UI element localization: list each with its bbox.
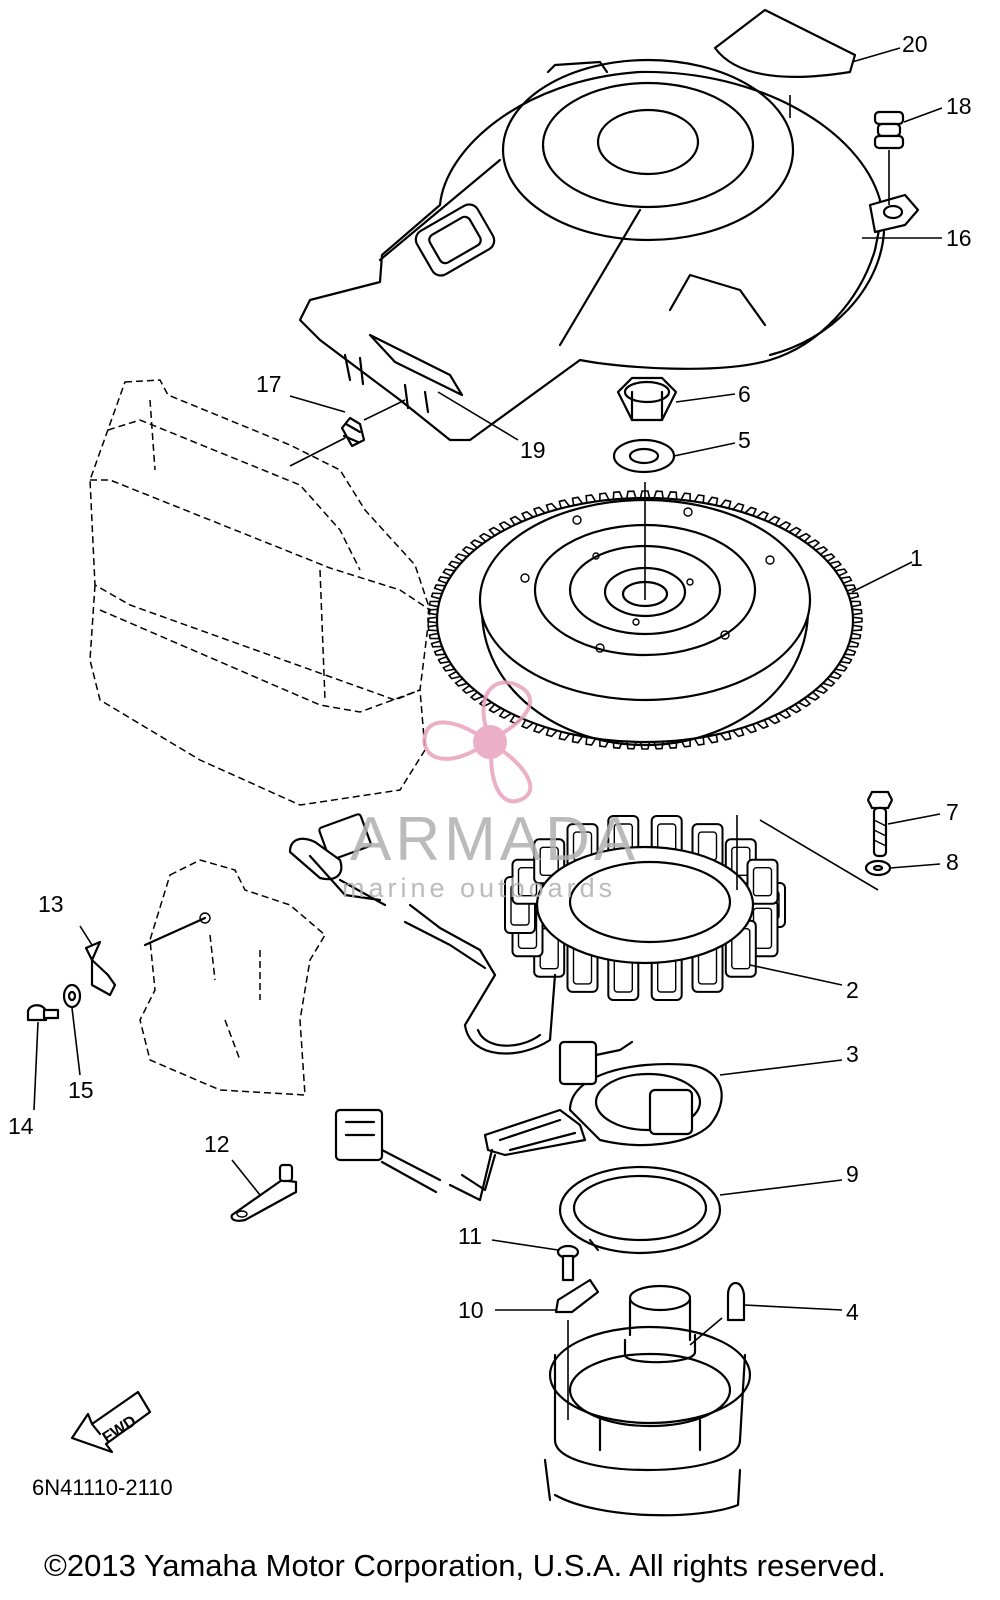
flywheel-assembly [427, 482, 863, 750]
intake-silencer [89, 379, 431, 806]
label-2: 2 [846, 977, 859, 1003]
label-18: 18 [946, 93, 972, 119]
part-number-labels: 20 18 16 6 5 17 19 1 7 8 2 3 9 13 14 15 … [8, 31, 972, 1325]
armada-watermark: ARMADA marine outboards [342, 680, 639, 903]
plate-12 [230, 1159, 298, 1222]
clamp-10 [495, 1278, 600, 1314]
pulser-coil [483, 1040, 843, 1157]
part-code: 6N41110-2110 [32, 1475, 173, 1500]
label-16: 16 [946, 225, 972, 251]
retainer-ring [558, 1165, 843, 1255]
flywheel-washer [612, 438, 676, 474]
stator-coil-core [752, 867, 773, 897]
label-3: 3 [846, 1041, 859, 1067]
flywheel-cover [298, 58, 920, 442]
grommet-small [289, 399, 406, 467]
label-9: 9 [846, 1161, 859, 1187]
flywheel-nut [616, 376, 678, 422]
crankcase-section [139, 859, 326, 1096]
stator-washer [864, 859, 892, 877]
label-7: 7 [946, 799, 959, 825]
label-10: 10 [458, 1297, 484, 1323]
screw-11 [491, 1239, 580, 1282]
stator-bolt [866, 790, 894, 858]
stator-coil [746, 858, 779, 905]
gear-tooth [852, 616, 863, 624]
label-20: 20 [902, 31, 928, 57]
label-19: 19 [520, 437, 546, 463]
label-8: 8 [946, 849, 959, 875]
screw-14 [26, 1004, 60, 1111]
label-11: 11 [458, 1223, 482, 1249]
woodruff-key [726, 1281, 843, 1322]
label-plate [713, 8, 857, 78]
stator-assembly [504, 815, 879, 1001]
pulser-connector [334, 1108, 497, 1202]
stator-coil-core [539, 846, 559, 876]
label-5: 5 [738, 427, 751, 453]
watermark-tagline: marine outboards [342, 873, 616, 903]
label-17: 17 [256, 371, 282, 397]
stator-wiring [288, 813, 557, 1055]
crankshaft-end [543, 1284, 752, 1517]
label-12: 12 [204, 1131, 230, 1157]
label-6: 6 [738, 381, 751, 407]
propeller-logo-icon [422, 680, 533, 804]
grommet [873, 110, 905, 205]
copyright-notice: ©2013 Yamaha Motor Corporation, U.S.A. A… [44, 1548, 886, 1583]
label-4: 4 [846, 1299, 859, 1325]
watermark-brand: ARMADA [350, 805, 639, 874]
washer-15 [62, 983, 82, 1076]
bracket-13 [79, 925, 117, 997]
label-14: 14 [8, 1113, 34, 1139]
stator-coils [504, 815, 786, 1001]
fwd-arrow: FWD [70, 1390, 152, 1454]
label-13: 13 [38, 891, 64, 917]
label-1: 1 [910, 545, 923, 571]
label-15: 15 [68, 1077, 94, 1103]
